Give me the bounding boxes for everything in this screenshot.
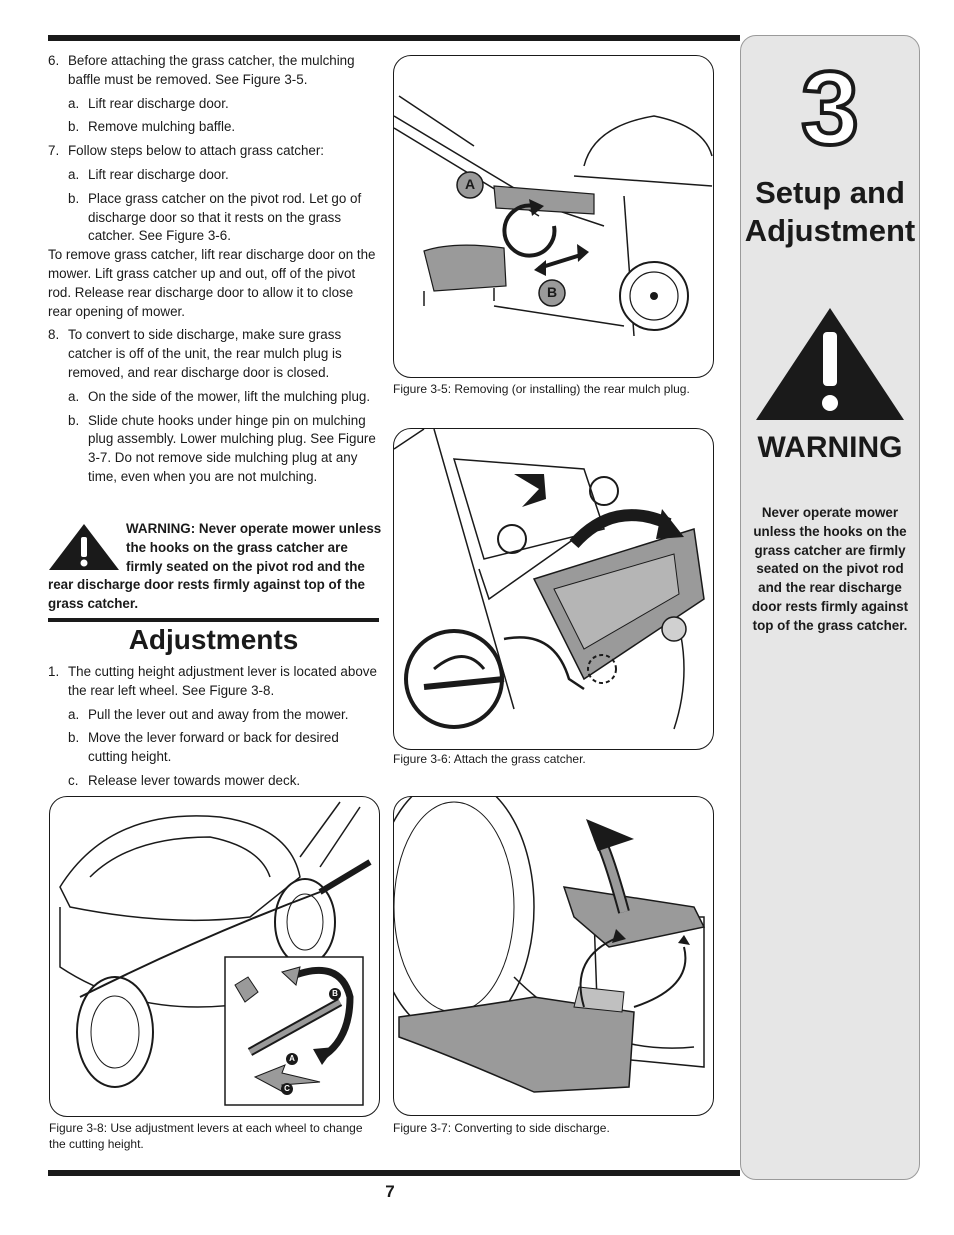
adjust-step-1: 1.The cutting height adjustment lever is…: [48, 664, 377, 698]
top-rule: [48, 35, 740, 41]
chapter-number: 3: [799, 51, 861, 167]
grass-catcher-illustration: [394, 429, 705, 730]
callout-a: A: [464, 176, 476, 192]
adjustment-steps: 1.The cutting height adjustment lever is…: [48, 663, 380, 791]
warning-heading: WARNING: [757, 431, 903, 464]
callout-a: A: [289, 1054, 295, 1063]
figure-3-7: [393, 796, 714, 1116]
warning-triangle-icon: [756, 308, 904, 420]
adjustments-heading: Adjustments: [128, 624, 299, 655]
figure-3-5-caption: Figure 3-5: Removing (or installing) the…: [393, 382, 690, 396]
remove-catcher-paragraph: To remove grass catcher, lift rear disch…: [48, 247, 376, 319]
step-7a: a.Lift rear discharge door.: [68, 166, 229, 182]
step-7b: b.Place grass catcher on the pivot rod. …: [68, 190, 362, 244]
adjust-step-1c: c.Release lever towards mower deck.: [68, 772, 301, 788]
figure-3-8: B A C: [49, 796, 380, 1117]
adjustments-rule: [48, 618, 379, 622]
bottom-rule: [48, 1170, 740, 1176]
chapter-sidebar: 3 Setup and Adjustment WARNING Never ope…: [740, 35, 920, 1180]
figure-3-8-caption: Figure 3-8: Use adjustment levers at eac…: [49, 1121, 363, 1151]
step-6b: b.Remove mulching baffle.: [68, 119, 236, 135]
mulch-plug-illustration: [394, 95, 713, 337]
callout-b: B: [546, 284, 558, 300]
callout-b: B: [332, 989, 338, 998]
step-6a: a.Lift rear discharge door.: [68, 95, 229, 111]
height-lever-illustration: [59, 801, 372, 1106]
adjust-step-1a: a.Pull the lever out and away from the m…: [68, 706, 349, 722]
figure-3-7-caption: Figure 3-7: Converting to side discharge…: [393, 1121, 610, 1135]
adjust-step-1b: b.Move the lever forward or back for des…: [68, 730, 339, 765]
figure-3-6-caption: Figure 3-6: Attach the grass catcher.: [393, 752, 586, 766]
warning-text: Never operate mower unless the hooks on …: [751, 505, 909, 633]
figure-3-6: [393, 428, 714, 750]
step-8a: a.On the side of the mower, lift the mul…: [68, 388, 371, 404]
step-7: 7.Follow steps below to attach grass cat…: [48, 143, 325, 159]
setup-steps: 6.Before attaching the grass catcher, th…: [48, 52, 380, 487]
callout-c: C: [284, 1084, 290, 1093]
figure-3-5: A B: [393, 55, 714, 378]
step-8b: b.Slide chute hooks under hinge pin on m…: [68, 412, 376, 484]
page-number: 7: [385, 1182, 395, 1201]
chapter-title: Setup and Adjustment: [744, 175, 916, 248]
step-8: 8.To convert to side discharge, make sur…: [48, 327, 342, 380]
warning-triangle-icon: [49, 524, 119, 570]
side-discharge-illustration: [394, 797, 706, 1093]
step-6: 6.Before attaching the grass catcher, th…: [48, 53, 355, 87]
inline-warning: WARNING: Never operate mower unless the …: [48, 521, 382, 612]
